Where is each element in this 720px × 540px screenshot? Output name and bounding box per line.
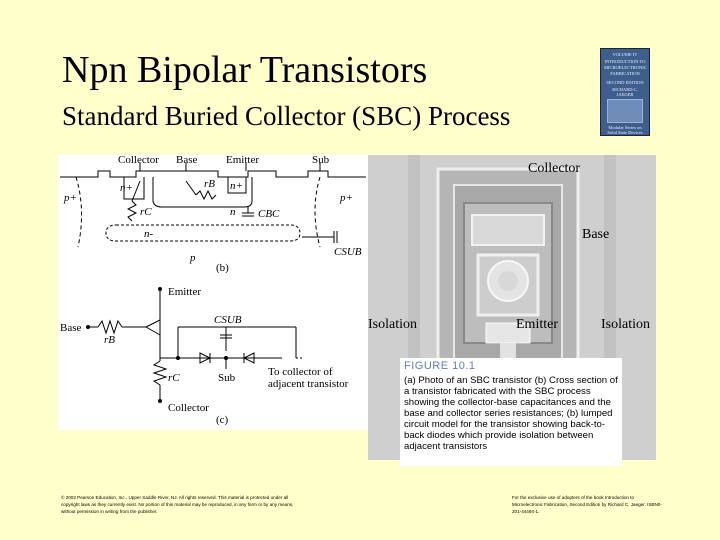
region-label: n+ <box>120 182 133 194</box>
book-cover-line: VOLUME IV <box>612 52 638 57</box>
book-cover-line: RICHARD C. JAEGER <box>612 87 638 97</box>
cross-section-sub-label: Sub <box>312 155 330 166</box>
param-label: rC <box>140 206 152 218</box>
figure-caption: (a) Photo of an SBC transistor (b) Cross… <box>404 375 618 452</box>
region-label: p+ <box>339 192 353 204</box>
param-label: rB <box>204 178 215 190</box>
photo-emitter-label: Emitter <box>516 317 558 332</box>
photo-base-label: Base <box>582 227 610 242</box>
photo-isolation-left-label: Isolation <box>368 317 417 332</box>
region-label: n+ <box>230 180 243 192</box>
circuit-adjacent-label: adjacent transistor <box>268 378 349 390</box>
transistor-diagram: Collector Base Emitter Sub p+ n+ n n+ p+… <box>58 154 368 430</box>
circuit-collector-label: Collector <box>168 402 209 414</box>
param-label: CBC <box>258 208 280 220</box>
slide-title: Npn Bipolar Transistors <box>62 49 428 91</box>
circuit-emitter-label: Emitter <box>168 286 201 298</box>
circuit-sub-label: Sub <box>218 372 236 384</box>
diagram-svg: Collector Base Emitter Sub p+ n+ n n+ p+… <box>60 154 366 426</box>
circuit-rc-label: rC <box>168 372 180 384</box>
book-cover-art <box>607 99 643 123</box>
param-label: CSUB <box>334 246 362 258</box>
circuit-csub-label: CSUB <box>214 314 242 326</box>
book-cover-line: INTRODUCTION TO <box>604 59 646 64</box>
figure-caption-box: FIGURE 10.1 (a) Photo of an SBC transist… <box>400 358 622 466</box>
book-cover-line: SECOND EDITION <box>606 80 644 85</box>
figure-title: FIGURE 10.1 <box>404 360 476 372</box>
cross-section-emitter-label: Emitter <box>226 155 259 166</box>
region-label: p <box>189 252 196 264</box>
circuit-rb-label: rB <box>104 334 115 346</box>
photo-isolation-right-label: Isolation <box>601 317 650 332</box>
region-label: n <box>230 206 236 218</box>
copyright-notice: © 2002 Pearson Education, Inc., Upper Sa… <box>61 495 294 514</box>
photo-collector-label: Collector <box>528 161 581 176</box>
rights-notice: For the exclusive use of adopters of the… <box>512 495 662 514</box>
circuit-panel-label: (c) <box>216 414 229 426</box>
slide-subtitle: Standard Buried Collector (SBC) Process <box>62 101 511 131</box>
circuit-base-label: Base <box>60 322 82 334</box>
region-label: p+ <box>63 192 77 204</box>
cross-section-panel-label: (b) <box>216 262 229 274</box>
circuit-adjacent-label: To collector of <box>268 366 333 378</box>
book-cover-image: VOLUME IV INTRODUCTION TO MICROELECTRONI… <box>600 48 650 136</box>
book-cover-line: MICROELECTRONIC <box>604 65 647 70</box>
cross-section-base-label: Base <box>176 155 198 166</box>
cross-section-collector-label: Collector <box>118 155 159 166</box>
region-label: n- <box>144 228 154 240</box>
book-cover-footer: Modular Series on Solid State Devices <box>607 125 643 135</box>
book-cover-line: FABRICATION <box>610 71 640 76</box>
